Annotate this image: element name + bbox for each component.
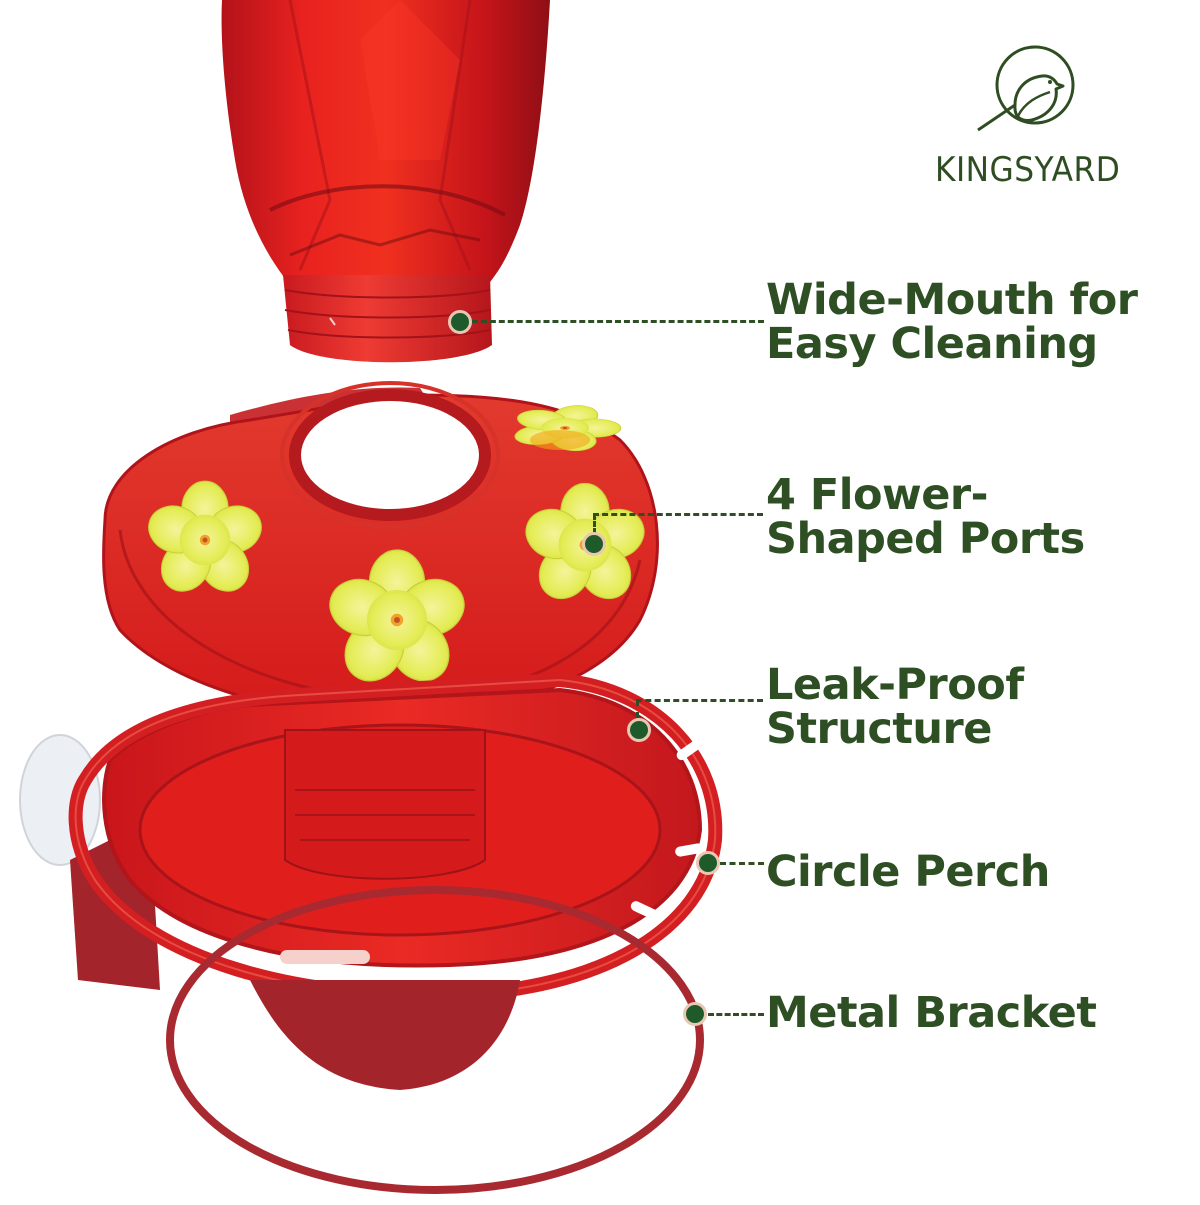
callout-line-metal-bracket xyxy=(708,1013,764,1016)
callout-text-line1: Wide-Mouth for xyxy=(766,275,1138,325)
callout-line-flower-ports xyxy=(593,513,763,516)
callout-marker-leak-proof xyxy=(627,718,651,742)
callout-label-leak-proof: Leak-Proof Structure xyxy=(766,663,1024,751)
callout-marker-flower-ports xyxy=(582,532,606,556)
callout-line-circle-perch xyxy=(720,862,764,865)
brand-name: KINGSYARD xyxy=(935,150,1121,190)
callout-vline-flower-ports xyxy=(593,514,596,534)
callout-line-wide-mouth xyxy=(472,320,764,323)
callout-text-line2: Shaped Ports xyxy=(766,514,1085,564)
callout-text-line1: Metal Bracket xyxy=(766,988,1097,1038)
callout-text-line1: Leak-Proof xyxy=(766,660,1024,710)
callout-label-circle-perch: Circle Perch xyxy=(766,850,1050,894)
callout-label-metal-bracket: Metal Bracket xyxy=(766,988,1097,1038)
brand-logo: KINGSYARD xyxy=(930,40,1150,190)
callout-text-line1: 4 Flower- xyxy=(766,470,988,520)
product-image xyxy=(19,0,723,1194)
callout-label-flower-ports: 4 Flower- Shaped Ports xyxy=(766,473,1085,561)
bird-in-circle-icon xyxy=(977,45,1075,132)
callout-marker-wide-mouth xyxy=(448,310,472,334)
callout-marker-metal-bracket xyxy=(683,1002,707,1026)
callout-vline-leak-proof xyxy=(636,700,639,718)
callout-text-line2: Easy Cleaning xyxy=(766,319,1098,369)
callout-label-wide-mouth: Wide-Mouth for Easy Cleaning xyxy=(766,278,1138,366)
callout-line-leak-proof xyxy=(636,699,763,702)
callout-text-line1: Circle Perch xyxy=(766,847,1050,897)
callout-text-line2: Structure xyxy=(766,704,992,754)
hummingbird-feeder-illustration xyxy=(19,0,723,1194)
callout-marker-circle-perch xyxy=(696,851,720,875)
